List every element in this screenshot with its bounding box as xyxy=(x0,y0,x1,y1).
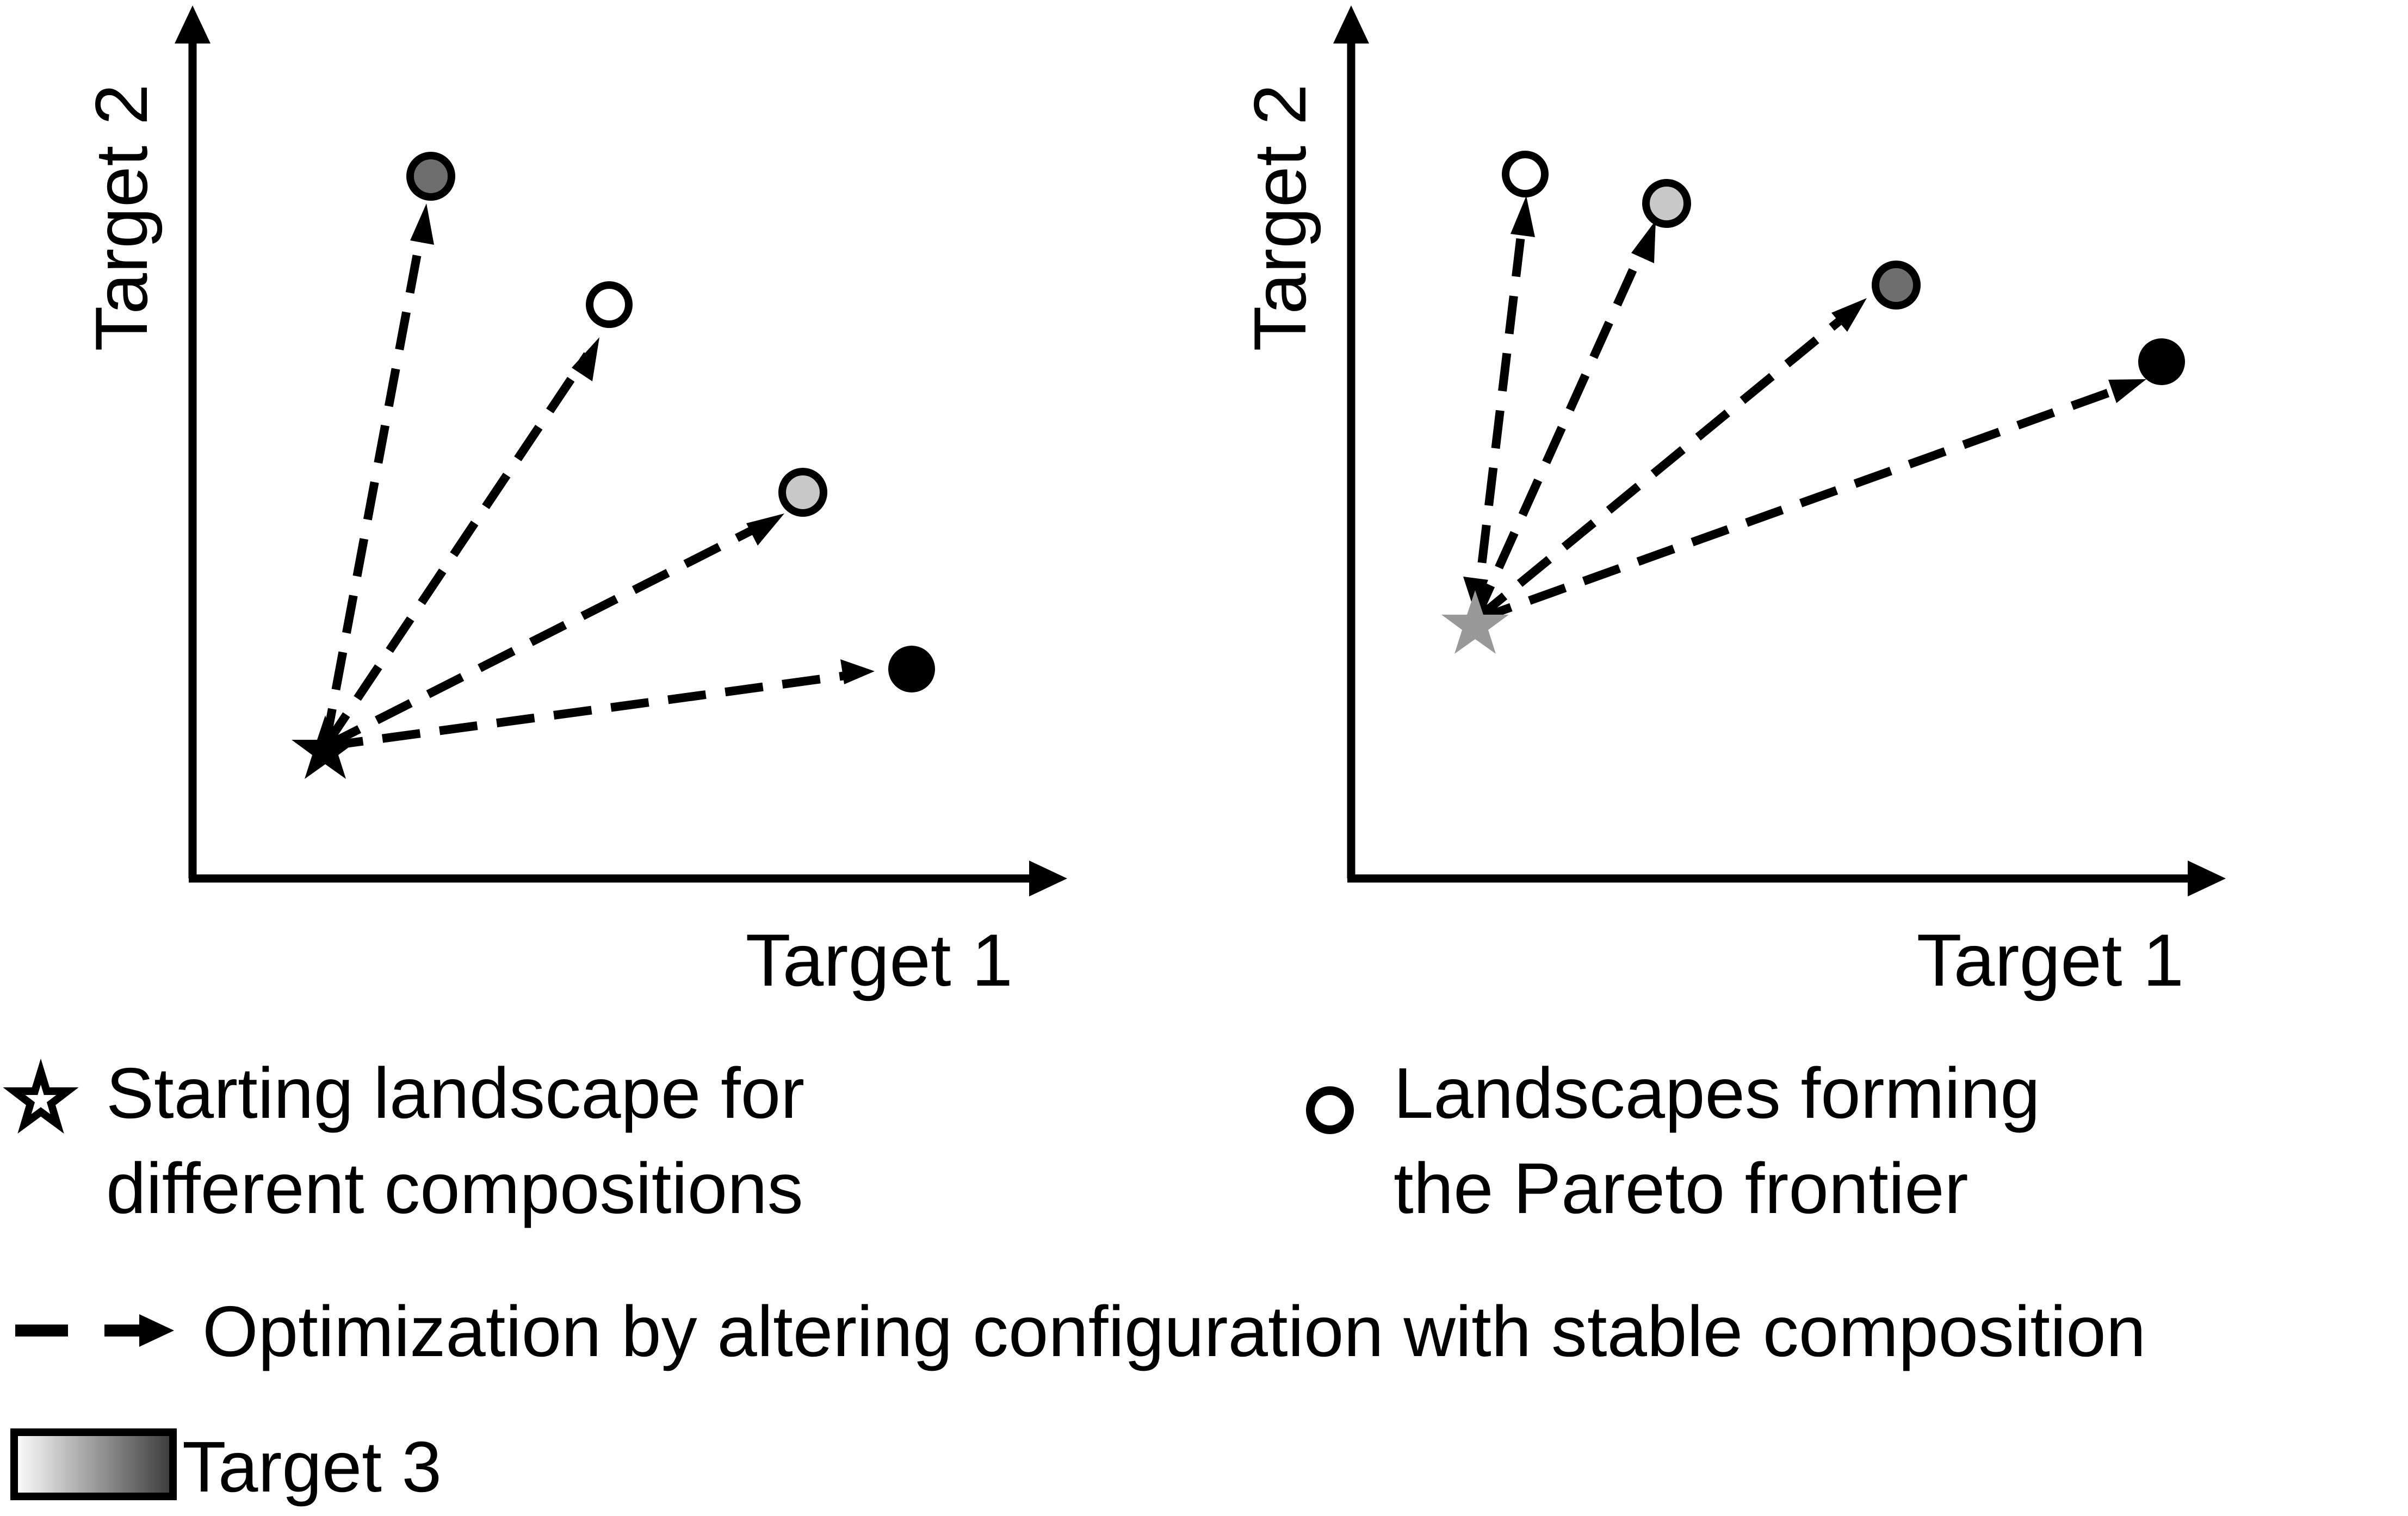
right-arrow-3 xyxy=(1472,298,1867,624)
left-y-axis-arrowhead xyxy=(175,5,211,44)
right-end-dark-gray-circle xyxy=(1872,261,1921,310)
left-x-axis-arrowhead xyxy=(1029,861,1067,896)
legend-dashed-arrow-icon xyxy=(15,1314,174,1347)
left-end-dark-gray-circle xyxy=(406,152,455,201)
legend-target3-text: Target 3 xyxy=(182,1427,442,1507)
right-x-axis-arrowhead xyxy=(2188,861,2226,896)
right-arrow-1 xyxy=(1471,196,1535,621)
right-panel: Target 2 Target 1 xyxy=(1239,5,2226,1001)
left-arrow-4 xyxy=(324,659,875,751)
right-end-black-circle xyxy=(2138,338,2185,385)
right-y-axis-arrowhead xyxy=(1333,5,1369,44)
right-x-axis-label: Target 1 xyxy=(1917,919,2184,1001)
legend-starting-line1: Starting landscape for xyxy=(106,1053,804,1133)
left-arrow-1 xyxy=(321,203,434,747)
legend-starting-line2: different compositions xyxy=(106,1148,803,1228)
legend-optimization-text: Optimization by altering configuration w… xyxy=(202,1291,2146,1371)
left-y-axis-label: Target 2 xyxy=(80,84,163,351)
right-end-white-circle xyxy=(1502,151,1549,197)
right-y-axis-label: Target 2 xyxy=(1239,84,1321,351)
legend-pareto-line1: Landscapes forming xyxy=(1394,1053,2040,1133)
left-panel: Target 2 Target 1 xyxy=(80,5,1067,1001)
legend: Starting landscape for different composi… xyxy=(3,1053,2146,1507)
left-end-light-gray-circle xyxy=(778,468,827,517)
left-start-star-icon xyxy=(292,715,359,779)
legend-open-circle-icon xyxy=(1306,1086,1354,1134)
legend-outline-star-icon xyxy=(3,1059,79,1134)
legend-target3-gradient-bar xyxy=(10,1428,177,1500)
legend-pareto-line2: the Pareto frontier xyxy=(1394,1148,1969,1228)
right-arrow-2 xyxy=(1471,220,1656,622)
right-arrow-4 xyxy=(1474,379,2146,624)
right-start-star-icon xyxy=(1441,590,1509,654)
left-arrow-3 xyxy=(323,513,784,751)
left-end-black-circle xyxy=(888,646,935,692)
left-x-axis-label: Target 1 xyxy=(746,919,1013,1001)
right-end-light-gray-circle xyxy=(1642,179,1691,228)
left-end-white-circle xyxy=(586,281,633,328)
left-arrow-2 xyxy=(321,337,599,749)
